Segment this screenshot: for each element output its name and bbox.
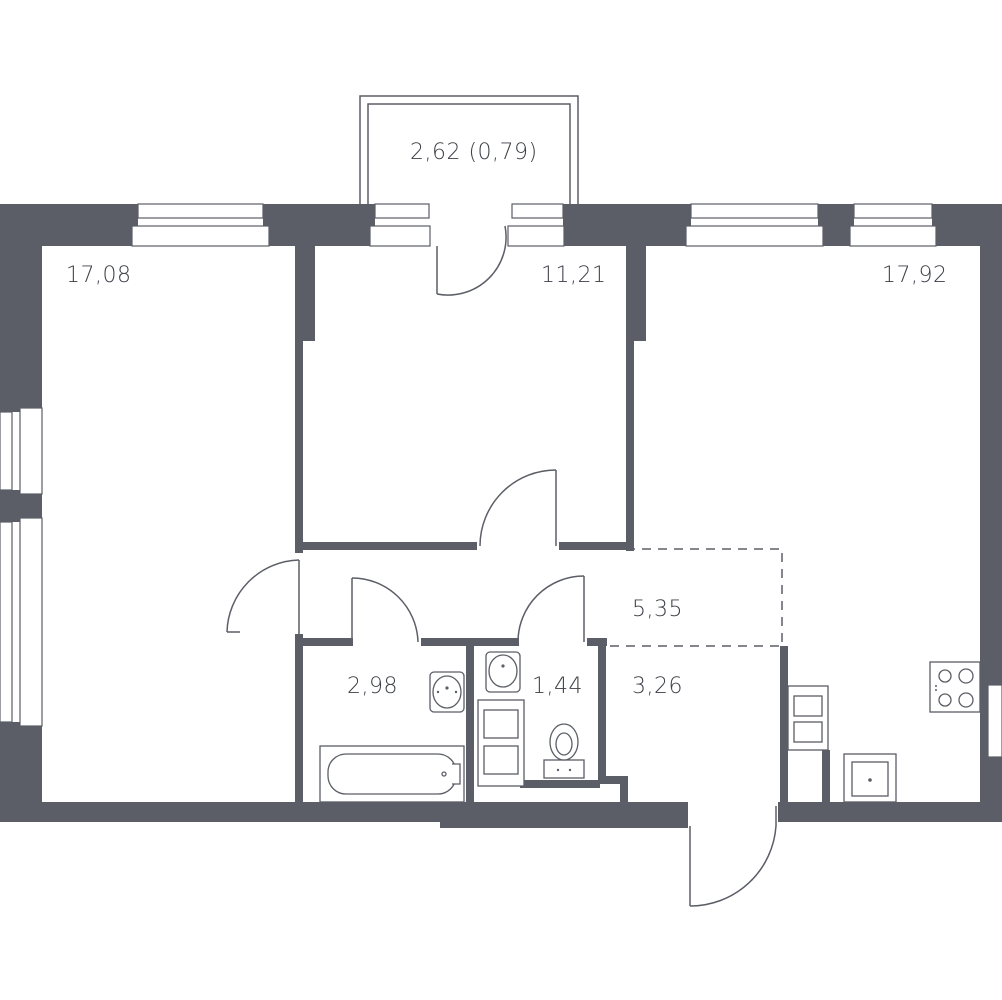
door-swing — [436, 225, 507, 296]
window — [0, 407, 43, 495]
bedroom-left-area-label: 17,08 — [66, 263, 132, 288]
door-swing — [351, 577, 419, 643]
entry-area-label: 3,26 — [632, 674, 683, 699]
kitchen-zone-boundary — [606, 548, 783, 647]
sink-icon — [429, 671, 465, 713]
window — [507, 203, 565, 247]
sink-icon — [485, 651, 521, 693]
window — [685, 203, 824, 247]
washing-machine-icon — [787, 685, 829, 751]
balcony-area-label: 2,62 (0,79) — [410, 140, 538, 165]
interior-walls — [295, 246, 830, 804]
hallway-area-label: 5,35 — [632, 597, 683, 622]
stove-icon — [929, 661, 981, 713]
window — [0, 517, 43, 727]
bathtub-icon — [319, 745, 465, 803]
toilet-icon — [543, 723, 585, 779]
door-swing — [689, 806, 777, 907]
living-kitchen-area-label: 17,92 — [882, 263, 948, 288]
doors — [226, 225, 777, 907]
door-swing — [226, 559, 300, 634]
window — [131, 203, 270, 247]
balcony-outline — [359, 95, 579, 205]
windows — [0, 203, 1002, 758]
window — [369, 203, 431, 247]
bathroom-area-label: 2,98 — [347, 674, 398, 699]
kitchen-sink-icon — [843, 753, 897, 803]
door-swing — [517, 575, 585, 643]
window — [849, 203, 937, 247]
exterior-walls — [0, 204, 1002, 828]
toilet-area-label: 1,44 — [532, 674, 583, 699]
door-swing — [479, 469, 557, 547]
washing-machine-icon — [477, 699, 525, 787]
window — [987, 684, 1002, 758]
bedroom-middle-area-label: 11,21 — [541, 263, 607, 288]
